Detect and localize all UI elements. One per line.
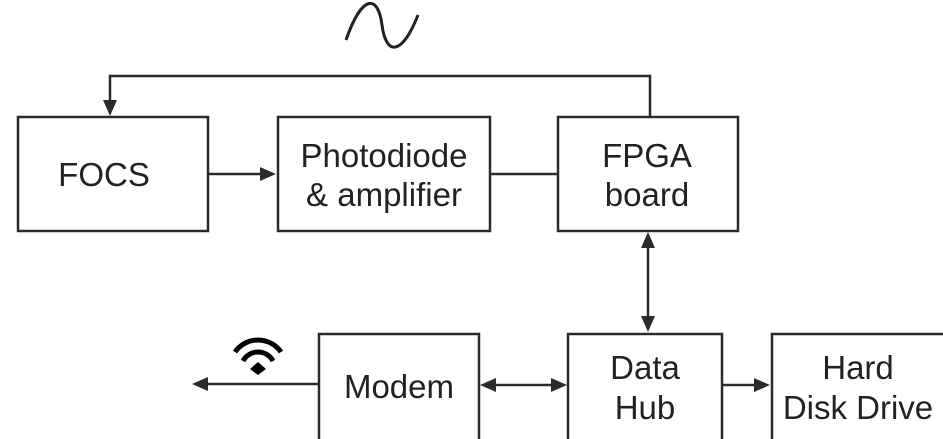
photodiode-label-line1: Photodiode — [301, 137, 468, 174]
photodiode-amplifier-block — [276, 115, 492, 233]
fpga-label-line2: board — [605, 176, 689, 213]
fpga-hub-arrowhead-up — [641, 232, 655, 248]
modem-hub-arrowhead-left — [480, 378, 496, 392]
hard-disk-drive-block — [770, 332, 943, 439]
fpga-hub-arrowhead-down — [641, 316, 655, 332]
hard-disk-label-line1: Hard — [822, 349, 894, 386]
focs-label: FOCS — [58, 156, 150, 193]
modem-block — [317, 332, 481, 439]
feedback-arrowhead — [103, 100, 117, 116]
data-hub-label-line2: Hub — [615, 389, 676, 426]
data-hub-label-line1: Data — [610, 349, 680, 386]
modem-hub-arrowhead-right — [551, 378, 567, 392]
photodiode-label-line2: & amplifier — [306, 176, 462, 213]
modem-output-arrowhead — [192, 377, 208, 391]
hub-to-disk-arrowhead — [754, 378, 770, 392]
sine-wave-icon — [344, 2, 420, 49]
fpga-board-block — [556, 115, 740, 233]
focs-to-photodiode-arrowhead — [260, 167, 276, 181]
hard-disk-label-line2: Disk Drive — [783, 389, 933, 426]
data-hub-block — [566, 332, 724, 439]
fpga-label-line1: FPGA — [602, 137, 692, 174]
focs-block — [16, 115, 210, 233]
feedback-loop-line — [108, 74, 652, 117]
wifi-icon — [232, 337, 284, 375]
modem-label: Modem — [344, 368, 454, 405]
